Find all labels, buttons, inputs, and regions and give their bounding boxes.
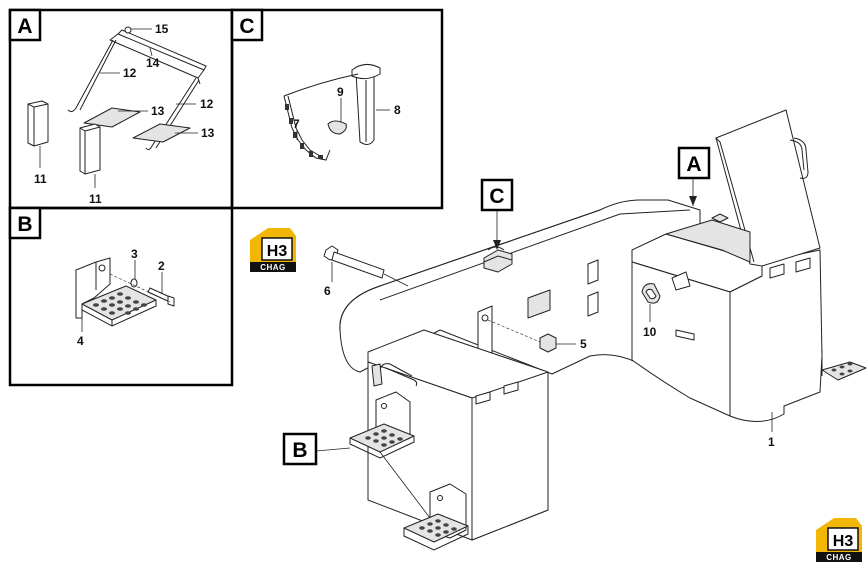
part-number-13b: 13 [201,126,215,140]
part-number-2: 2 [158,259,165,273]
logo-corner-sub: CHAG [826,553,852,562]
logo-center-sub: CHAG [260,263,286,272]
part-number-9: 9 [337,85,344,99]
part-number-5: 5 [580,337,587,351]
part-number-8: 8 [394,103,401,117]
callout-c: C [480,178,514,212]
inset-frame-b: B [8,206,234,387]
part-number-14: 14 [146,56,160,70]
part-number-13a: 13 [151,104,165,118]
inset-b-illustration: 3 2 4 [75,247,175,348]
logo-corner-mark: H3 [833,533,854,550]
part-number-4: 4 [77,334,84,348]
part-number-10: 10 [643,325,657,339]
logo-center: H3 CHAG [250,228,296,272]
main-assembly: 6 5 10 1 [315,109,867,551]
inset-label-c: C [239,15,254,38]
callout-label-a: A [686,153,701,176]
part-number-12b: 12 [200,97,214,111]
part-number-12a: 12 [123,66,137,80]
part-number-3: 3 [131,247,138,261]
part-number-15: 15 [155,22,169,36]
callout-label-c: C [489,185,504,208]
part-number-11b: 11 [89,192,102,206]
logo-center-mark: H3 [267,243,288,260]
inset-a-illustration: 15 12 14 12 13 13 11 11 [27,22,215,206]
part-number-11a: 11 [34,172,47,186]
part-number-6: 6 [324,284,331,298]
callout-label-b: B [292,439,307,462]
part-number-7: 7 [293,117,300,131]
part-number-1: 1 [768,435,775,449]
callout-a: A [677,146,711,180]
inset-frame-c: C [230,8,444,210]
logo-corner: H3 CHAG [816,518,862,562]
inset-label-a: A [17,15,32,38]
inset-c-illustration: 9 8 7 [283,64,401,161]
inset-label-b: B [17,213,32,236]
callout-b: B [282,432,318,466]
